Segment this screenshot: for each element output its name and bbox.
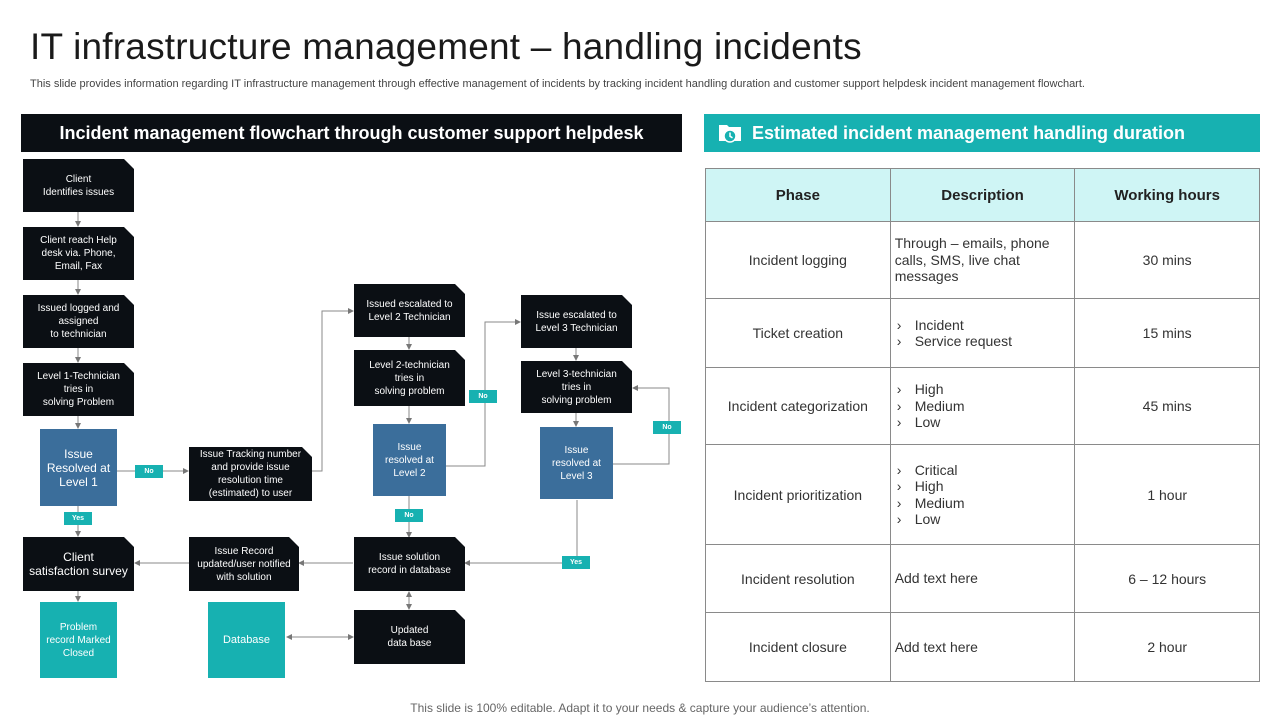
client-survey-node: Client satisfaction survey [23, 537, 134, 591]
phase-cell: Incident categorization [705, 367, 891, 445]
bullet-item: Medium [895, 495, 1074, 512]
phase-cell: Ticket creation [705, 298, 891, 368]
flowchart-header: Incident management flowchart through cu… [21, 114, 682, 152]
description-cell: High Medium Low [889, 367, 1076, 445]
issue-tracking-node: Issue Tracking number and provide issue … [189, 447, 312, 501]
client-identifies-node: Client Identifies issues [23, 159, 134, 212]
bullet-item: Service request [895, 333, 1074, 350]
description-cell: Through – emails, phone calls, SMS, live… [889, 221, 1076, 299]
bullet-item: Low [895, 414, 1074, 431]
duration-table: Phase Description Working hours Incident… [705, 168, 1260, 682]
issue-logged-node: Issued logged and assigned to technician [23, 295, 134, 348]
description-cell: Add text here [889, 612, 1076, 682]
no-tag: No [653, 421, 681, 434]
problem-closed-node: Problem record Marked Closed [40, 602, 117, 678]
footer-note: This slide is 100% editable. Adapt it to… [410, 701, 870, 715]
bullet-item: Critical [895, 462, 1074, 479]
yes-tag: Yes [64, 512, 92, 525]
hours-cell: 1 hour [1074, 444, 1260, 545]
table-row: Incident categorization High Medium Low … [705, 367, 1260, 445]
updated-database-node: Updated data base [354, 610, 465, 664]
column-header: Description [889, 168, 1076, 222]
record-updated-node: Issue Record updated/user notified with … [189, 537, 299, 591]
description-cell: Add text here [889, 544, 1076, 613]
folder-clock-icon [718, 121, 744, 145]
description-cell: Incident Service request [889, 298, 1076, 368]
table-row: Ticket creation Incident Service request… [705, 298, 1260, 368]
solution-record-node: Issue solution record in database [354, 537, 465, 591]
level1-tries-node: Level 1-Technician tries in solving Prob… [23, 363, 134, 416]
bullet-item: Incident [895, 317, 1074, 334]
level2-tries-node: Level 2-technician tries in solving prob… [354, 350, 465, 406]
table-header-row: Phase Description Working hours [705, 168, 1260, 222]
column-header: Working hours [1074, 168, 1260, 222]
resolved-level1-node: Issue Resolved at Level 1 [40, 429, 117, 506]
table-row: Incident prioritization Critical High Me… [705, 444, 1260, 545]
bullet-item: Medium [895, 398, 1074, 415]
hours-cell: 30 mins [1074, 221, 1260, 299]
hours-cell: 6 – 12 hours [1074, 544, 1260, 613]
escalated-level2-node: Issued escalated to Level 2 Technician [354, 284, 465, 337]
no-tag: No [135, 465, 163, 478]
phase-cell: Incident resolution [705, 544, 891, 613]
bullet-item: Low [895, 511, 1074, 528]
page-subtitle: This slide provides information regardin… [30, 78, 1085, 90]
table-row: Incident closure Add text here 2 hour [705, 612, 1260, 682]
table-row: Incident logging Through – emails, phone… [705, 221, 1260, 299]
page-title: IT infrastructure management – handling … [30, 26, 862, 67]
hours-cell: 15 mins [1074, 298, 1260, 368]
bullet-item: High [895, 381, 1074, 398]
bullet-item: High [895, 478, 1074, 495]
phase-cell: Incident logging [705, 221, 891, 299]
escalated-level3-node: Issue escalated to Level 3 Technician [521, 295, 632, 348]
hours-cell: 2 hour [1074, 612, 1260, 682]
database-node: Database [208, 602, 285, 678]
description-cell: Critical High Medium Low [889, 444, 1076, 545]
hours-cell: 45 mins [1074, 367, 1260, 445]
duration-header-label: Estimated incident management handling d… [752, 122, 1186, 143]
resolved-level3-node: Issue resolved at Level 3 [540, 427, 613, 499]
phase-cell: Incident prioritization [705, 444, 891, 545]
no-tag: No [395, 509, 423, 522]
table-row: Incident resolution Add text here 6 – 12… [705, 544, 1260, 613]
column-header: Phase [705, 168, 891, 222]
duration-header: Estimated incident management handling d… [704, 114, 1260, 152]
client-reach-helpdesk-node: Client reach Help desk via. Phone, Email… [23, 227, 134, 280]
phase-cell: Incident closure [705, 612, 891, 682]
resolved-level2-node: Issue resolved at Level 2 [373, 424, 446, 496]
no-tag: No [469, 390, 497, 403]
level3-tries-node: Level 3-technician tries in solving prob… [521, 361, 632, 413]
yes-tag: Yes [562, 556, 590, 569]
